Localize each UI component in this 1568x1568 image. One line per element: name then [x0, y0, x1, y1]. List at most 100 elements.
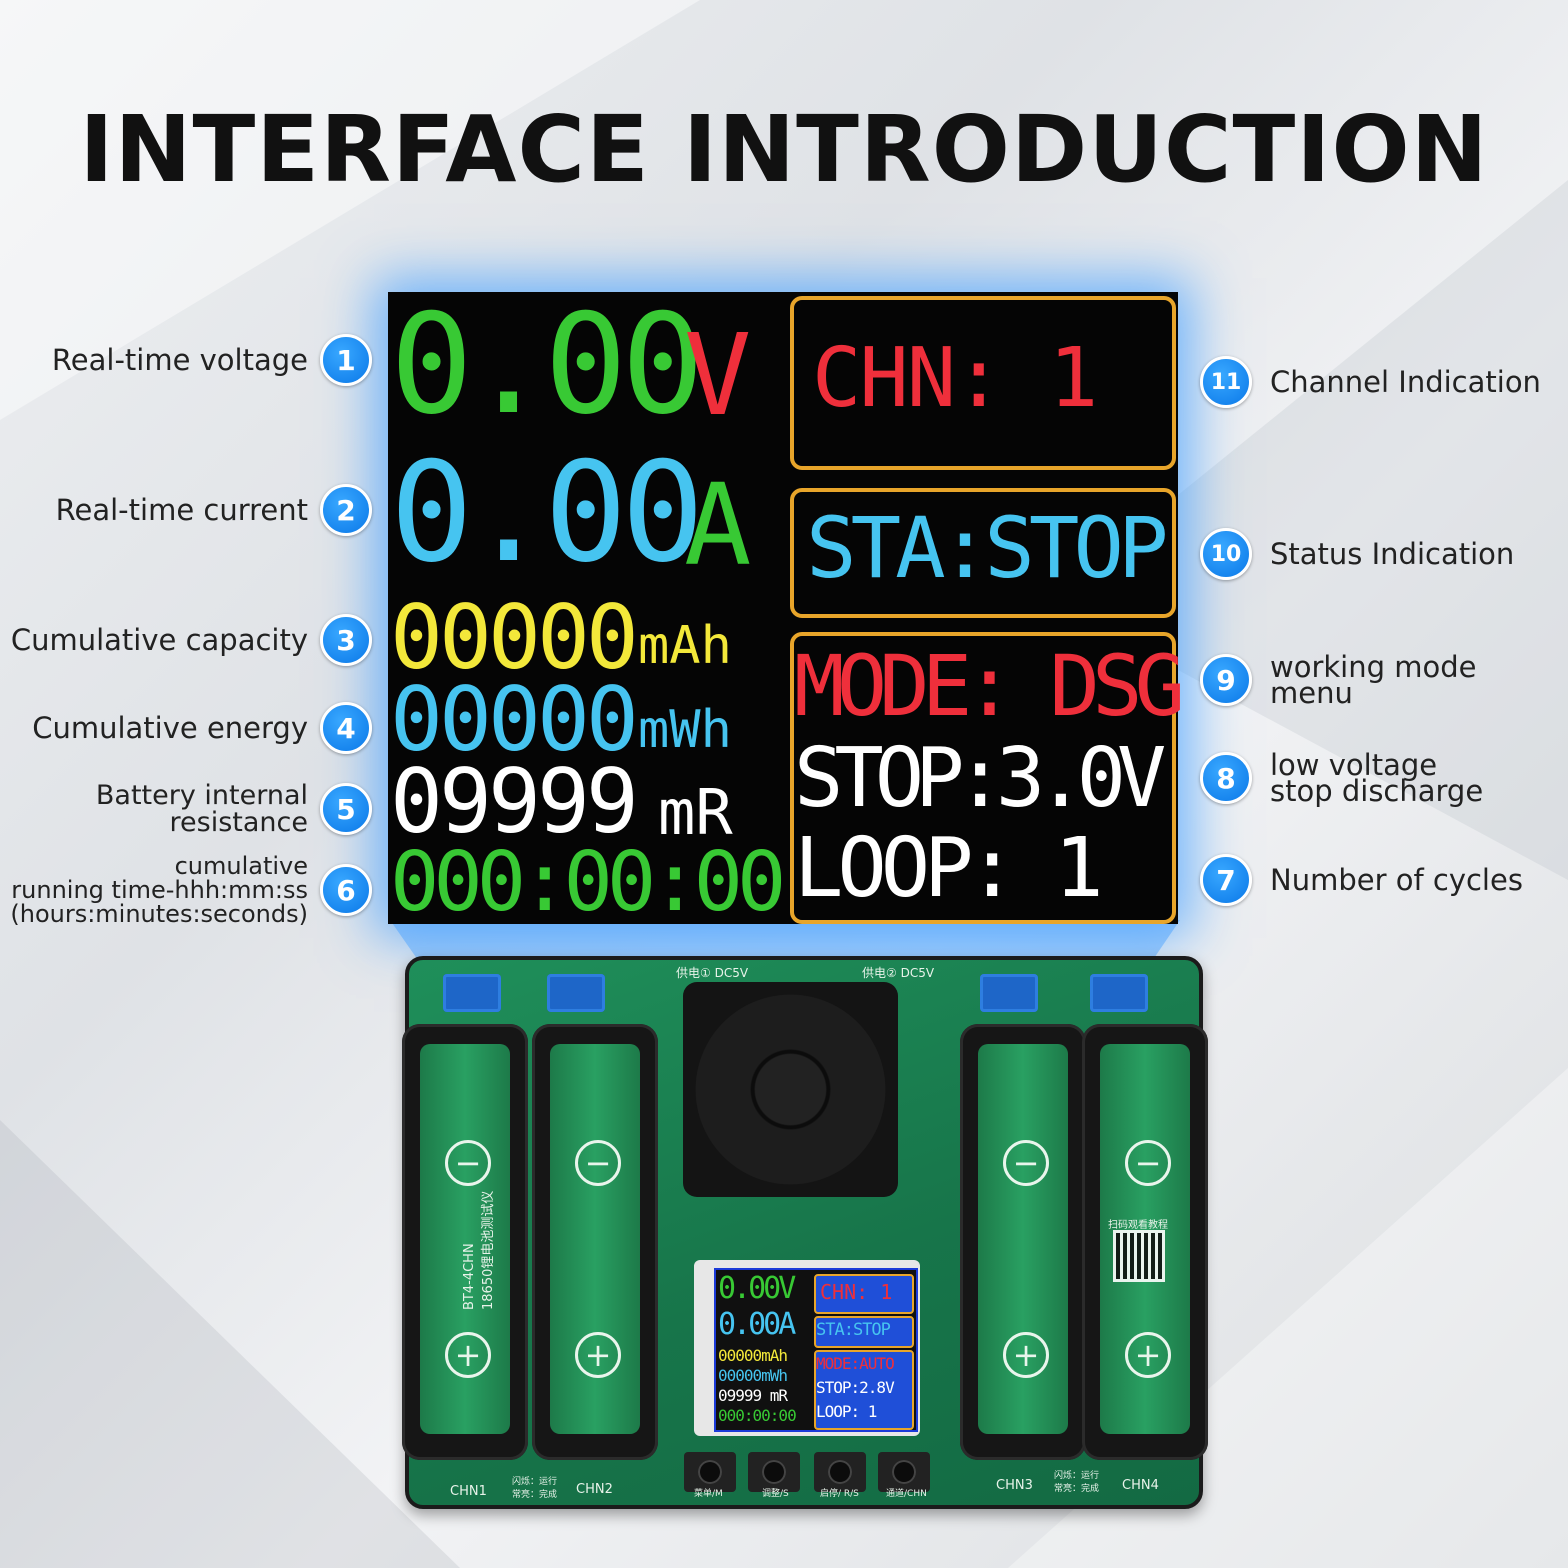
callout-11: 11 Channel Indication — [1200, 356, 1541, 408]
callout-label: low voltage stop discharge — [1270, 748, 1484, 809]
callout-4: Cumulative energy 4 — [32, 702, 372, 754]
callout-10: 10 Status Indication — [1200, 528, 1514, 580]
plus-icon: + — [575, 1332, 621, 1378]
mini-capacity: 00000mAh — [718, 1346, 788, 1365]
minus-icon: − — [1125, 1140, 1171, 1186]
energy-value: 00000 — [390, 668, 639, 771]
adjust-button[interactable] — [748, 1452, 800, 1492]
minus-icon: − — [575, 1140, 621, 1186]
resistance-value: 09999 — [390, 750, 639, 853]
minus-icon: − — [445, 1140, 491, 1186]
led-caption: 闪烁：运行 常亮：完成 — [512, 1477, 558, 1500]
number-badge: 6 — [320, 864, 372, 916]
battery-slot: − + — [978, 1044, 1068, 1434]
callout-label: Channel Indication — [1270, 364, 1541, 399]
stop-voltage-indicator: STOP:3.0V — [794, 731, 1166, 826]
callout-label: Real-time current — [55, 492, 308, 527]
capacity-value: 00000 — [390, 586, 639, 689]
mini-channel-box — [814, 1274, 914, 1314]
screw-terminal — [1090, 974, 1148, 1012]
current-value: 0.00 — [390, 432, 704, 593]
callout-label: Cumulative energy — [32, 710, 308, 745]
button-label: 菜单/M — [694, 1489, 723, 1499]
callout-5: Battery internal resistance 5 — [96, 782, 372, 836]
number-badge: 9 — [1200, 654, 1252, 707]
power-label: 供电① DC5V — [676, 966, 749, 980]
number-badge: 1 — [320, 334, 372, 386]
number-badge: 4 — [320, 702, 372, 754]
channel-label-2: CHN2 — [576, 1482, 613, 1497]
current-unit: A — [684, 461, 752, 591]
number-badge: 2 — [320, 484, 372, 536]
button-label: 通道/CHN — [886, 1489, 927, 1499]
callout-7: 7 Number of cycles — [1200, 854, 1523, 906]
board-lcd-screen: 0.00V 0.00A 00000mAh 00000mWh 09999 mR 0… — [714, 1268, 918, 1432]
cooling-fan — [683, 982, 898, 1197]
channel-label-4: CHN4 — [1122, 1478, 1159, 1493]
callout-label: Real-time voltage — [51, 342, 308, 377]
qr-caption: 扫码观看教程 — [1108, 1220, 1168, 1231]
lcd-display-enlarged: 0.00 V 0.00 A 00000 mAh 00000 mWh 09999 … — [388, 284, 1185, 930]
callout-label: working mode menu — [1270, 650, 1477, 711]
callout-6: cumulative running time-hhh:mm:ss (hours… — [10, 854, 372, 926]
callout-label: cumulative running time-hhh:mm:ss (hours… — [10, 852, 308, 928]
mini-status: STA:STOP — [816, 1320, 891, 1340]
screw-terminal — [443, 974, 501, 1012]
power-label: 供电② DC5V — [862, 966, 935, 980]
plus-icon: + — [445, 1332, 491, 1378]
number-badge: 11 — [1200, 356, 1252, 408]
resistance-unit: mR — [658, 776, 733, 849]
voltage-value: 0.00 — [390, 284, 704, 445]
plus-icon: + — [1125, 1332, 1171, 1378]
mini-resistance: 09999 mR — [718, 1386, 788, 1405]
callout-label: Number of cycles — [1270, 862, 1523, 897]
callout-9: 9 working mode menu — [1200, 650, 1477, 711]
number-badge: 8 — [1200, 752, 1252, 805]
button-label: 启停/ R/S — [820, 1489, 859, 1499]
channel-box — [790, 296, 1176, 470]
plus-icon: + — [1003, 1332, 1049, 1378]
callout-label: Cumulative capacity — [10, 622, 308, 657]
start-stop-button[interactable] — [814, 1452, 866, 1492]
mini-voltage: 0.00V — [718, 1271, 796, 1306]
callout-label: Status Indication — [1270, 536, 1515, 571]
screw-terminal — [547, 974, 605, 1012]
battery-slot: − + — [550, 1044, 640, 1434]
mini-status-box — [814, 1316, 914, 1348]
qr-code — [1113, 1230, 1165, 1282]
button-label: 调整/S — [762, 1489, 789, 1499]
status-indicator: STA:STOP — [806, 499, 1169, 597]
callout-3: Cumulative capacity 3 — [11, 614, 372, 666]
menu-button[interactable] — [684, 1452, 736, 1492]
callout-label: Battery internal resistance — [95, 780, 308, 838]
number-badge: 7 — [1200, 854, 1252, 906]
channel-label-3: CHN3 — [996, 1478, 1033, 1493]
battery-holder-1: − + — [402, 1024, 528, 1460]
fan-blades — [695, 994, 886, 1185]
number-badge: 5 — [320, 783, 372, 835]
mini-stop: STOP:2.8V — [816, 1378, 895, 1397]
settings-box — [790, 632, 1176, 924]
mini-channel: CHN: 1 — [820, 1280, 893, 1304]
channel-indicator: CHN: 1 — [812, 331, 1098, 426]
mini-time: 000:00:00 — [718, 1406, 797, 1425]
channel-button[interactable] — [878, 1452, 930, 1492]
energy-unit: mWh — [638, 700, 732, 760]
channel-label-1: CHN1 — [450, 1484, 487, 1499]
callout-8: 8 low voltage stop discharge — [1200, 748, 1484, 809]
mini-settings-box — [814, 1350, 914, 1430]
callout-1: Real-time voltage 1 — [52, 334, 372, 386]
mini-mode: MODE:AUTO — [816, 1354, 895, 1373]
minus-icon: − — [1003, 1140, 1049, 1186]
time-value: 000:00:00 — [390, 835, 786, 930]
number-badge: 10 — [1200, 528, 1252, 580]
voltage-unit: V — [684, 311, 752, 441]
board-lcd: 0.00V 0.00A 00000mAh 00000mWh 09999 mR 0… — [694, 1260, 920, 1436]
mode-indicator: MODE: DSG — [794, 637, 1185, 735]
background-facet — [0, 1120, 460, 1568]
model-label: BT4-4CHN 18650锂电池测试仪 — [462, 1190, 496, 1310]
screw-terminal — [980, 974, 1038, 1012]
mini-current: 0.00A — [718, 1307, 796, 1342]
led-caption: 闪烁：运行 常亮：完成 — [1054, 1471, 1100, 1494]
loop-indicator: LOOP: 1 — [794, 821, 1104, 916]
